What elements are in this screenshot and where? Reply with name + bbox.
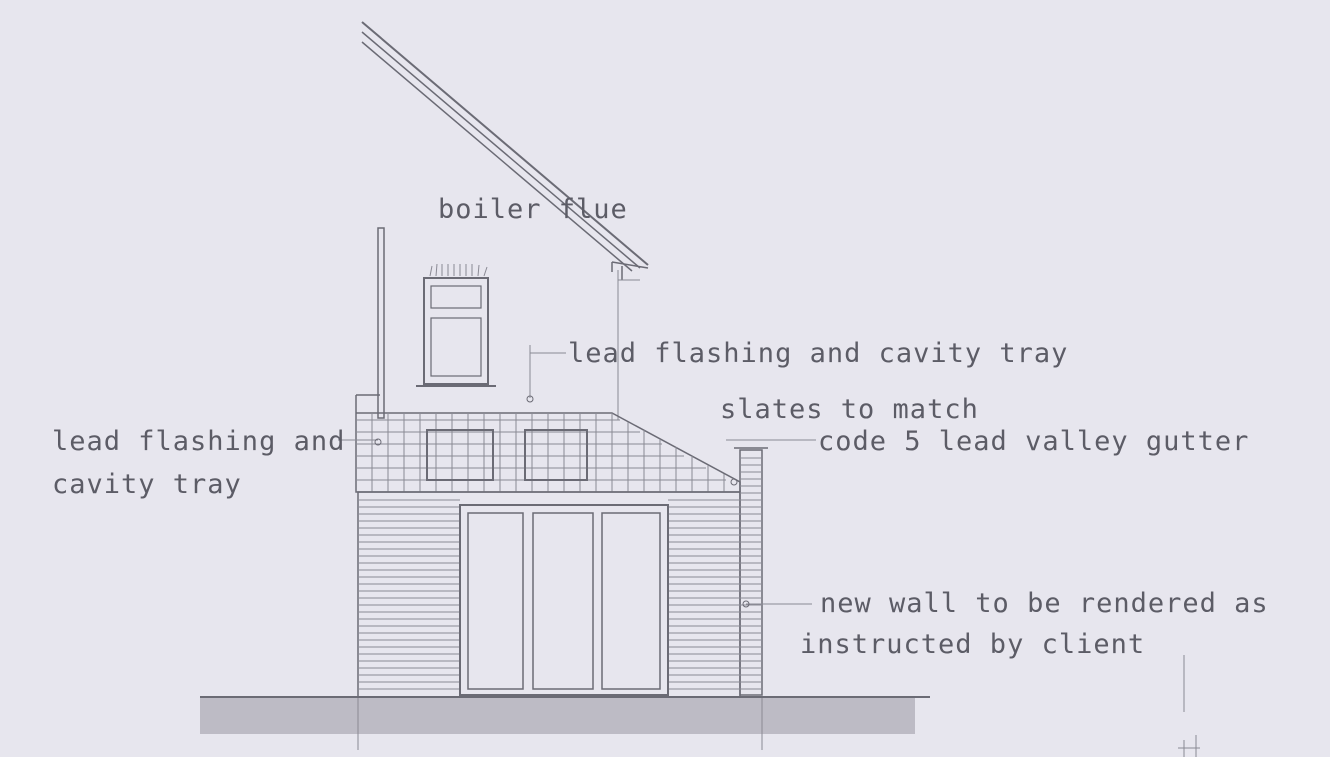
main-roof bbox=[361, 21, 649, 280]
bifold-doors bbox=[459, 504, 669, 696]
extension-wall bbox=[357, 457, 762, 698]
label-new-wall-1: new wall to be rendered as bbox=[820, 588, 1269, 619]
label-valley-gutter: code 5 lead valley gutter bbox=[818, 426, 1250, 457]
label-new-wall-2: instructed by client bbox=[800, 629, 1146, 660]
label-boiler-flue: boiler flue bbox=[438, 194, 628, 225]
ground-band bbox=[200, 698, 915, 734]
label-lead-flashing-left-2: cavity tray bbox=[52, 469, 242, 500]
leader-lines bbox=[338, 345, 816, 608]
valley-pier bbox=[734, 447, 768, 696]
upper-window bbox=[416, 263, 496, 387]
boiler-flue-pipe bbox=[377, 227, 385, 419]
label-lead-flashing-upper: lead flashing and cavity tray bbox=[568, 338, 1069, 369]
label-slates: slates to match bbox=[720, 394, 979, 425]
extension-roof bbox=[355, 394, 741, 493]
dimension-ticks bbox=[357, 655, 1200, 757]
label-lead-flashing-left-1: lead flashing and bbox=[52, 426, 346, 457]
